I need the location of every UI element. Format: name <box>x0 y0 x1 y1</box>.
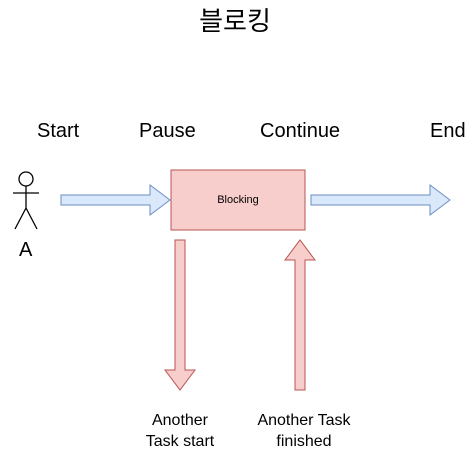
flow-arrow-to-blocking <box>60 184 171 216</box>
another-task-finished-note: Another Task finished <box>244 410 364 452</box>
another-task-start-line-2: Task start <box>145 433 215 450</box>
another-task-finished-line-2: finished <box>276 433 332 450</box>
another-task-start-note: Another Task start <box>130 410 230 452</box>
stick-figure-actor-icon <box>13 171 39 230</box>
stage-label-start: Start <box>37 120 80 142</box>
stage-label-pause: Pause <box>139 120 196 142</box>
stage-label-end: End <box>430 120 466 142</box>
stage-label-continue: Continue <box>260 120 341 142</box>
another-task-start-arrow <box>164 239 196 391</box>
actor-label: A <box>19 239 33 261</box>
blocking-label: Blocking <box>217 194 259 206</box>
another-task-start-line-1: Another <box>151 412 209 429</box>
flow-arrow-to-end <box>310 184 451 216</box>
another-task-finished-line-1: Another Task <box>257 412 351 429</box>
diagram-title: 블로킹 <box>199 6 271 36</box>
another-task-finished-arrow <box>284 239 316 391</box>
blocking-box[interactable] <box>170 169 306 231</box>
